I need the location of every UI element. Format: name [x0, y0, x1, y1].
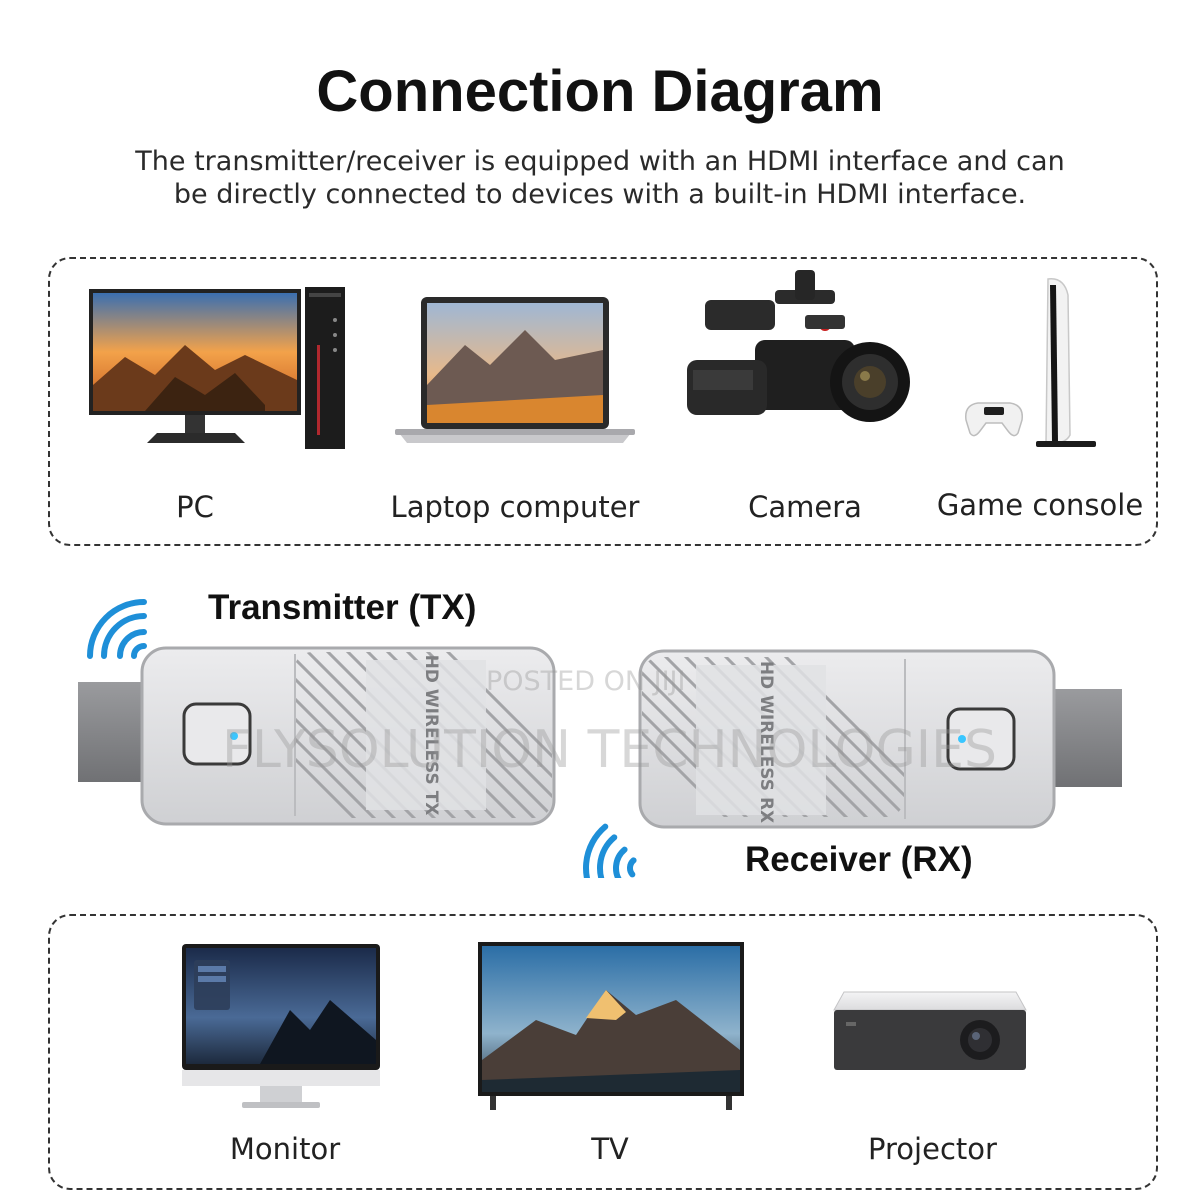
display-label-projector: Projector	[868, 1132, 997, 1166]
display-label-monitor: Monitor	[229, 1132, 341, 1166]
receiver-engraving: HD WIRELESS RX	[756, 661, 776, 823]
receiver-dongle: HD WIRELESS RX	[638, 649, 1122, 829]
transmitter-dongle: HD WIRELESS TX	[78, 646, 556, 826]
pc-icon	[89, 287, 345, 449]
source-devices-panel	[48, 257, 1158, 546]
receiver-label: Receiver (RX)	[745, 840, 973, 879]
projector-icon	[833, 991, 1027, 1070]
camera-icon	[687, 270, 910, 422]
game-console-icon	[965, 278, 1096, 447]
laptop-icon	[395, 297, 635, 443]
wifi-icon	[87, 599, 147, 659]
source-label-game-console: Game console	[936, 488, 1144, 522]
page-title: Connection Diagram	[316, 59, 884, 124]
subtitle-line-2: be directly connected to devices with a …	[173, 179, 1027, 210]
wifi-icon	[583, 823, 637, 878]
tv-icon	[478, 942, 744, 1110]
monitor-icon	[182, 944, 380, 1108]
display-devices-panel	[48, 914, 1158, 1190]
watermark-line-1: POSTED ON JIJI	[486, 666, 686, 697]
page-subtitle: The transmitter/receiver is equipped wit…	[100, 145, 1100, 211]
transmitter-engraving: HD WIRELESS TX	[421, 655, 441, 816]
source-label-camera: Camera	[748, 490, 862, 524]
source-label-pc: PC	[176, 490, 214, 524]
watermark-line-2: FLYSOLUTION TECHNOLOGIES	[222, 720, 997, 780]
source-label-laptop: Laptop computer	[390, 490, 640, 524]
display-label-tv: TV	[591, 1132, 629, 1166]
transmitter-label: Transmitter (TX)	[208, 588, 477, 627]
subtitle-line-1: The transmitter/receiver is equipped wit…	[135, 146, 1065, 177]
